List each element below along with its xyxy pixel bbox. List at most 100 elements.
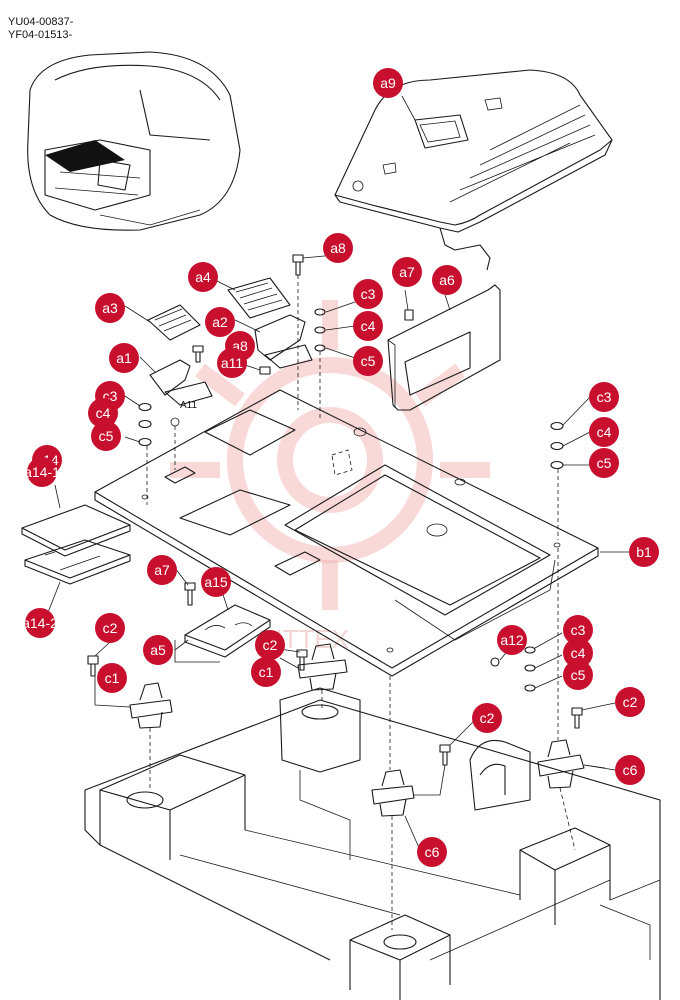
callout-c3-right: c3 (589, 382, 619, 412)
callout-a7-top: a7 (392, 257, 422, 287)
callout-a1: a1 (109, 343, 139, 373)
code-line-2: YF04-01513- (8, 29, 73, 41)
mount-c1-left (87, 655, 173, 790)
callout-c2-right: c2 (615, 687, 645, 717)
callout-a9: a9 (373, 68, 403, 98)
callout-a4: a4 (188, 262, 218, 292)
callout-a15: a15 (201, 567, 231, 597)
svg-text:c2: c2 (623, 694, 638, 710)
document-code-block: YU04-00837- YF04-01513- (8, 16, 73, 42)
callout-a7-mid: a7 (147, 555, 177, 585)
svg-text:c2: c2 (103, 620, 118, 636)
svg-text:a14-2: a14-2 (22, 615, 58, 631)
callout-c6-right: c6 (615, 755, 645, 785)
callout-c2-center: c2 (472, 703, 502, 733)
washers-right (550, 421, 564, 540)
cab-inset-view (27, 51, 241, 231)
svg-text:c4: c4 (571, 645, 586, 661)
svg-text:a11: a11 (221, 355, 244, 371)
callout-c2-left: c2 (95, 613, 125, 643)
svg-text:a7: a7 (399, 264, 415, 280)
svg-text:c4: c4 (361, 318, 376, 334)
pedal-cover-a4 (227, 277, 291, 319)
callout-c1-mid: c1 (251, 657, 281, 687)
svg-text:c3: c3 (597, 389, 612, 405)
mount-c1-mid (297, 643, 348, 710)
callout-c2-mid: c2 (255, 630, 285, 660)
bolt-a12 (490, 657, 500, 667)
inset-highlight-area (45, 140, 125, 172)
callout-c5-lower: c5 (563, 660, 593, 690)
svg-text:a4: a4 (195, 269, 211, 285)
callout-c3-lower: c3 (563, 615, 593, 645)
svg-text:c1: c1 (105, 670, 120, 686)
callout-a12: a12 (497, 625, 527, 655)
callout-c1-left: c1 (97, 663, 127, 693)
svg-text:c2: c2 (263, 637, 278, 653)
callout-c4-lower: c4 (563, 638, 593, 668)
callout-c4-right: c4 (589, 417, 619, 447)
svg-text:c3: c3 (361, 286, 376, 302)
svg-text:c1: c1 (259, 664, 274, 680)
callout-c6-bottom: c6 (417, 837, 447, 867)
callout-c5-left: c5 (91, 421, 121, 451)
bracket-a6 (387, 284, 501, 411)
callout-a3: a3 (95, 293, 125, 323)
svg-text:a12: a12 (500, 632, 524, 648)
svg-text:c4: c4 (597, 424, 612, 440)
svg-text:c4: c4 (96, 405, 111, 421)
svg-text:a5: a5 (150, 642, 166, 658)
callout-a8-top: a8 (323, 233, 353, 263)
pedal-cover-a3 (147, 304, 201, 341)
callouts: a9 a8 a7 a6 a4 c3 a3 a2 c4 a8 a1 a11 c5 … (22, 68, 659, 867)
mount-c6-right (537, 548, 606, 851)
pedal-a2 (254, 314, 313, 369)
washers-lower-right (524, 646, 536, 692)
svg-text:c5: c5 (571, 667, 586, 683)
callout-c4-top: c4 (353, 311, 383, 341)
svg-text:a9: a9 (380, 75, 396, 91)
washers-left (138, 402, 152, 505)
leader-lines (44, 95, 630, 851)
floor-mat (334, 69, 613, 271)
svg-text:c5: c5 (99, 428, 114, 444)
bolt-a8-top (292, 254, 304, 410)
pedal-a1 (149, 359, 213, 406)
svg-text:c5: c5 (361, 353, 376, 369)
svg-text:c2: c2 (480, 710, 495, 726)
floor-plate-b1 (94, 389, 599, 677)
callout-a6: a6 (432, 265, 462, 295)
svg-text:c6: c6 (425, 844, 440, 860)
svg-text:c6: c6 (623, 762, 638, 778)
code-line-1: YU04-00837- (8, 16, 74, 28)
callout-a5: a5 (143, 635, 173, 665)
svg-text:a3: a3 (102, 300, 118, 316)
chassis-frame (84, 687, 661, 1000)
callout-c4-left: c4 (88, 398, 118, 428)
side-panels-a14 (21, 504, 131, 585)
callout-c3-top: c3 (353, 279, 383, 309)
svg-text:a15: a15 (204, 574, 228, 590)
callout-c5-top: c5 (353, 346, 383, 376)
svg-text:a2: a2 (212, 314, 228, 330)
cover-plate-a15 (174, 604, 271, 663)
callout-a14-1: a14-1 (24, 457, 60, 487)
svg-text:a6: a6 (439, 272, 455, 288)
svg-text:a1: a1 (116, 350, 132, 366)
svg-text:a8: a8 (330, 240, 346, 256)
svg-text:a14-1: a14-1 (24, 464, 60, 480)
watermark-logo (170, 300, 490, 610)
svg-text:b1: b1 (636, 544, 652, 560)
callout-a2: a2 (205, 307, 235, 337)
svg-text:a7: a7 (154, 562, 170, 578)
mount-c6-center (371, 676, 446, 930)
label-a11-left: A11 (180, 400, 197, 411)
bolt-a7-mid (184, 582, 308, 671)
svg-text:c3: c3 (571, 622, 586, 638)
callout-b1: b1 (629, 537, 659, 567)
callout-a14-2: a14-2 (22, 608, 58, 638)
callout-a11: a11 (217, 348, 247, 378)
svg-text:c5: c5 (597, 455, 612, 471)
callout-c5-right: c5 (589, 448, 619, 478)
